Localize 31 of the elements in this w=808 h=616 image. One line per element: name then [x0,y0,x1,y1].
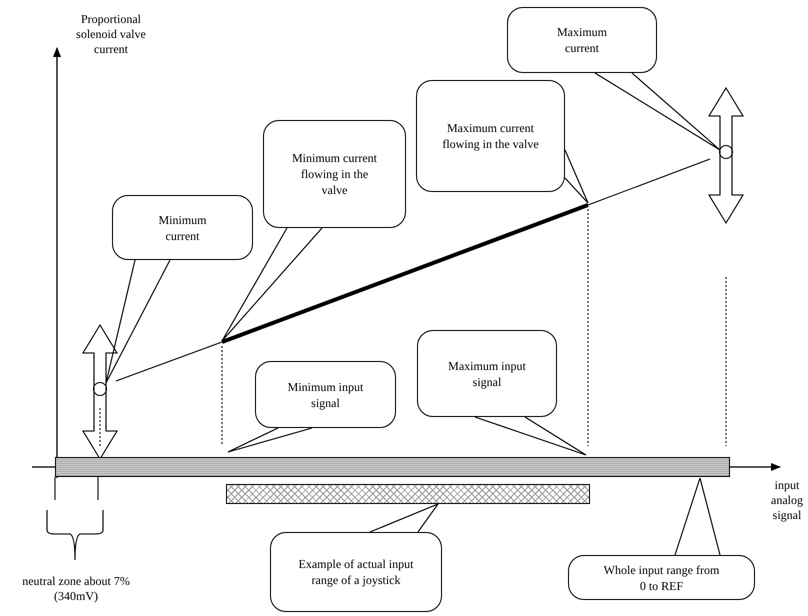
callout-text: Example of actual input range of a joystick [298,556,414,588]
callout-box [417,330,557,417]
leader-line [474,416,587,456]
callout-box [112,195,253,260]
leader-line [674,477,721,556]
point-marker [93,382,107,396]
leader-line [227,427,313,453]
callout-box [507,7,657,73]
axis-label: Proportional solenoid valve current [75,12,147,57]
callout-text: Minimum current [157,212,208,244]
callout-text: Maximum current [556,24,608,56]
callout-text: Maximum current flowing in the valve [441,120,540,152]
callout-text: Maximum input signal [447,358,527,390]
callout-box [416,80,565,192]
callout-text: Whole input range from 0 to REF [603,562,720,594]
callout-box [568,555,755,600]
leader-line [594,72,721,151]
leader-line [221,227,323,342]
range-bar [226,484,590,504]
zone-label: neutral zone about 7% (340mV) [21,574,131,604]
callout-text: Minimum input signal [286,378,364,410]
callout-text: Minimum current flowing in the valve [292,150,377,198]
callout-box [255,361,396,428]
leader-line [564,149,589,204]
callout-box [270,532,442,612]
leader-line [369,503,439,533]
range-bar [55,457,730,477]
leader-line [105,259,171,384]
callout-box [263,120,406,228]
axis-label: input analog signal [770,478,804,523]
point-marker [719,145,733,159]
